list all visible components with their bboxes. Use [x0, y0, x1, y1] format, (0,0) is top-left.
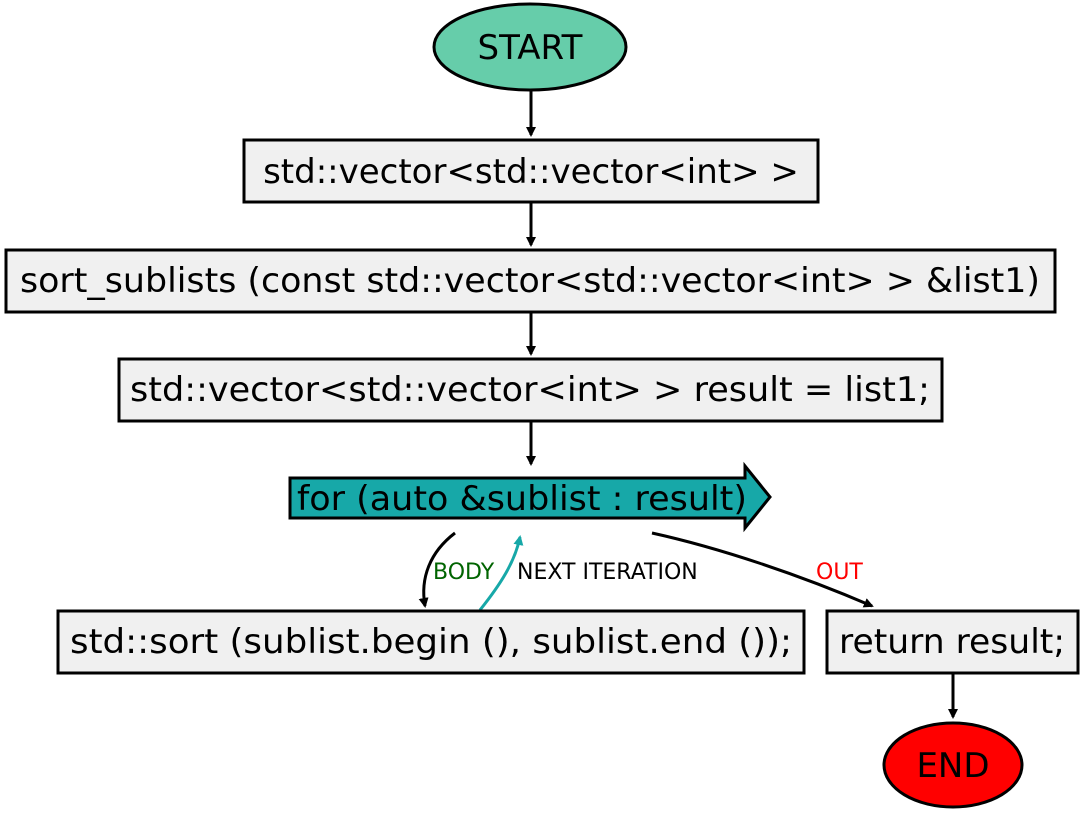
- return-type-label: std::vector<std::vector<int> >: [263, 152, 799, 192]
- loop-label: for (auto &sublist : result): [297, 479, 747, 519]
- signature-box: [4, 248, 1057, 314]
- assign-label: std::vector<std::vector<int> > result = …: [130, 370, 930, 410]
- signature-label: sort_sublists (const std::vector<std::ve…: [20, 261, 1040, 301]
- return-statement-box: [825, 609, 1080, 675]
- return-type-box: [242, 138, 820, 204]
- body-label: std::sort (sublist.begin (), sublist.end…: [70, 622, 792, 662]
- assign-box: [117, 357, 944, 423]
- edge-loop-out: [651, 531, 874, 608]
- start-node-shape: [432, 2, 628, 92]
- end-node-shape: [882, 721, 1024, 809]
- edge-label-next-iteration: NEXT ITERATION: [517, 560, 698, 585]
- return-statement-label: return result;: [839, 622, 1065, 662]
- edge-next-iteration: [478, 535, 524, 611]
- loop-node-shape: [288, 461, 772, 533]
- edge-label-body: BODY: [433, 560, 495, 585]
- end-node-label: END: [916, 746, 989, 786]
- edge-label-out: OUT: [816, 560, 863, 585]
- edge-loop-body: [418, 531, 456, 608]
- body-box: [56, 609, 806, 675]
- start-node-label: START: [478, 28, 583, 68]
